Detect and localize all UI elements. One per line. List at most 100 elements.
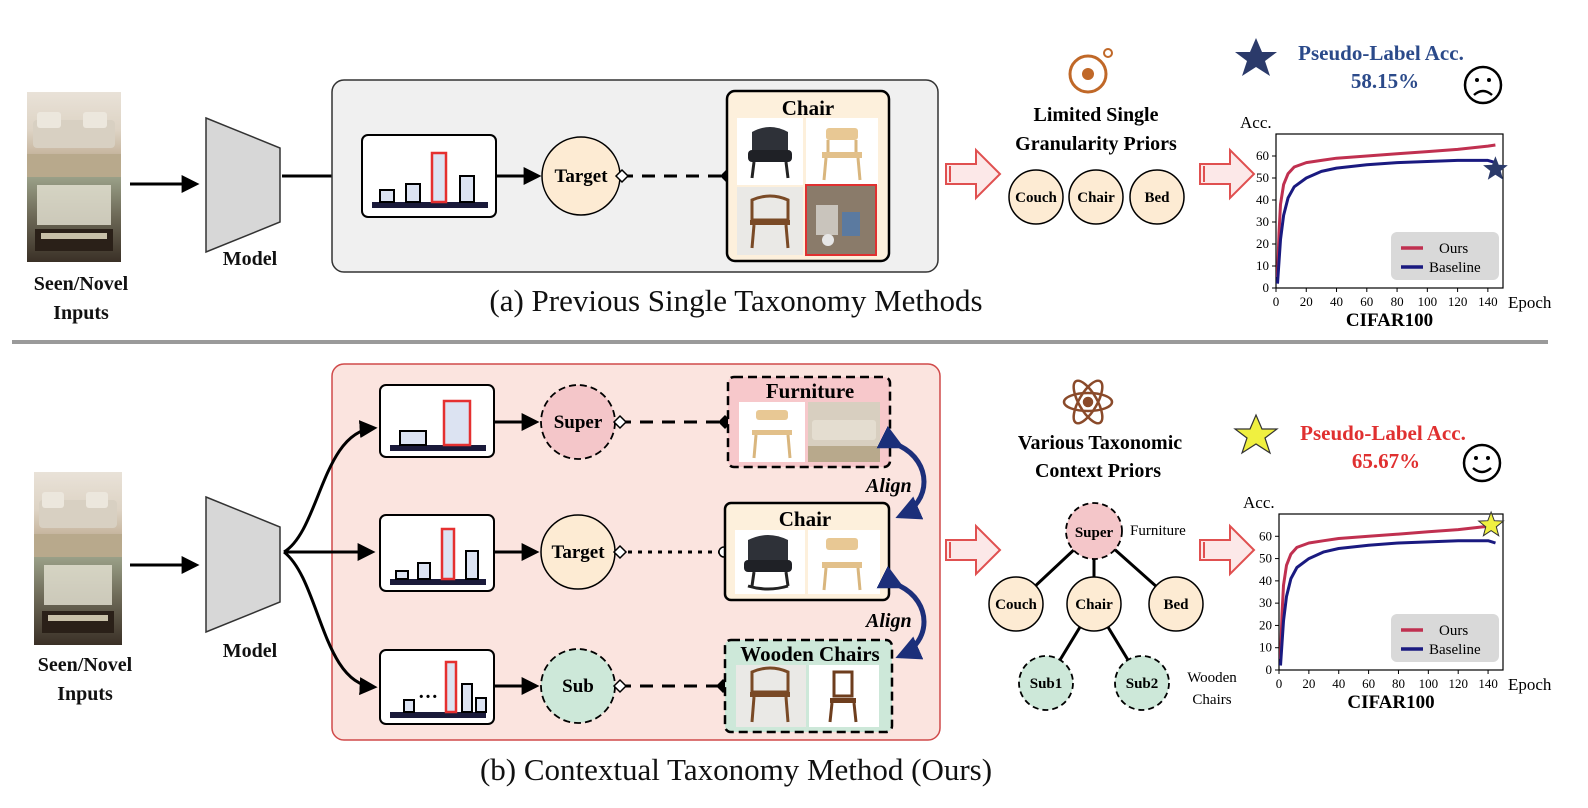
x-axis-label: Epoch — [1508, 675, 1552, 694]
target-histogram — [379, 514, 495, 592]
svg-text:…: … — [418, 681, 438, 703]
prior-subtitle: Granularity Priors — [1015, 133, 1177, 155]
x-tick-label: 100 — [1418, 294, 1438, 309]
inputs-label: Seen/Novel Inputs — [37, 654, 133, 705]
chair-title: Chair — [782, 96, 835, 120]
svg-text:Sub1: Sub1 — [1030, 676, 1063, 692]
tree-node-sub1: Sub1 — [1018, 655, 1074, 711]
x-tick-label: 80 — [1391, 294, 1404, 309]
x-tick-label: 80 — [1392, 676, 1405, 691]
target-node: Target — [540, 514, 616, 590]
x-tick-label: 40 — [1332, 676, 1345, 691]
align-label: Align — [864, 610, 912, 632]
y-tick-label: 20 — [1259, 617, 1272, 632]
legend-label: Baseline — [1429, 260, 1481, 276]
link-diamond — [612, 414, 628, 430]
x-tick-label: 60 — [1360, 294, 1373, 309]
wooden-side-label: Wooden — [1187, 670, 1237, 686]
link-diamond — [612, 678, 628, 694]
branch-arrow — [283, 550, 378, 696]
target-label: Target — [551, 542, 605, 563]
y-tick-label: 40 — [1259, 573, 1272, 588]
acc-title: Pseudo-Label Acc. — [1298, 41, 1464, 65]
super-node: Super — [540, 384, 616, 460]
align-arrow — [876, 565, 927, 660]
hollow-arrow — [945, 523, 1002, 577]
target-label: Target — [554, 166, 608, 187]
series-line-baseline — [1276, 158, 1496, 284]
prior-node-chair: Chair — [1068, 169, 1124, 225]
svg-text:Couch: Couch — [1015, 190, 1057, 206]
chair-sample-box: Chair — [723, 501, 891, 602]
acc-value: 58.15% — [1351, 69, 1419, 93]
y-tick-label: 20 — [1256, 236, 1269, 251]
tree-node-super: Super — [1065, 502, 1123, 560]
furniture-sample-box: Furniture — [726, 375, 892, 469]
y-tick-label: 60 — [1259, 528, 1272, 543]
living-room-photo — [34, 472, 122, 557]
caption-bottom: (b) Contextual Taxonomy Method (Ours) — [479, 752, 993, 787]
happy-face-icon — [1462, 443, 1502, 483]
x-tick-label: 20 — [1300, 294, 1313, 309]
prior-node-couch: Couch — [1008, 169, 1064, 225]
align-label: Align — [864, 475, 912, 497]
hollow-arrow — [1199, 147, 1256, 201]
svg-text:Chair: Chair — [1075, 597, 1113, 613]
atom-icon — [1062, 379, 1114, 425]
x-tick-label: 0 — [1276, 676, 1283, 691]
model-trapezoid — [205, 495, 281, 634]
target-icon — [1068, 48, 1113, 94]
furniture-side-label: Furniture — [1130, 523, 1186, 539]
x-axis-label: Epoch — [1508, 293, 1552, 312]
y-tick-label: 50 — [1259, 551, 1272, 566]
taxonomy-tree: Super Couch Chair Bed Sub1 Sub2 — [988, 502, 1204, 711]
x-tick-label: 0 — [1273, 294, 1280, 309]
y-axis-label: Acc. — [1243, 493, 1275, 512]
series-line-ours — [1279, 523, 1496, 659]
inputs-label: Seen/Novel Inputs — [33, 273, 129, 324]
legend-label: Ours — [1439, 623, 1468, 639]
super-label: Super — [554, 412, 603, 433]
star-marker — [1483, 156, 1508, 180]
chair-sample-box: Chair — [725, 89, 891, 263]
chair-title: Chair — [779, 507, 832, 531]
acc-value: 65.67% — [1352, 449, 1420, 473]
legend-label: Baseline — [1429, 642, 1481, 658]
sub-histogram: … — [379, 649, 495, 725]
svg-text:Chair: Chair — [1077, 190, 1115, 206]
furniture-title: Furniture — [766, 379, 854, 403]
x-tick-label: 140 — [1478, 294, 1498, 309]
star-icon — [1233, 413, 1279, 455]
target-node: Target — [541, 136, 621, 216]
bedroom-photo — [34, 557, 122, 645]
bedroom-photo — [27, 177, 121, 262]
y-axis-label: Acc. — [1240, 113, 1272, 132]
living-room-photo — [27, 92, 121, 177]
y-tick-label: 10 — [1256, 258, 1269, 273]
tree-node-couch: Couch — [988, 576, 1044, 632]
x-tick-label: 120 — [1448, 676, 1468, 691]
caption-top: (a) Previous Single Taxonomy Methods — [489, 283, 983, 318]
wooden-chairs-title: Wooden Chairs — [740, 642, 879, 666]
branch-arrow — [283, 420, 378, 554]
svg-text:Couch: Couch — [995, 597, 1037, 613]
align-arrow — [876, 425, 927, 520]
model-trapezoid — [205, 116, 281, 254]
x-tick-label: 40 — [1330, 294, 1343, 309]
series-line-ours — [1276, 143, 1496, 278]
sub-node: Sub — [540, 648, 616, 724]
chart-title: CIFAR100 — [1347, 692, 1434, 713]
link-diamond — [612, 544, 628, 560]
wooden-side-label: Chairs — [1192, 692, 1231, 708]
tree-node-chair: Chair — [1066, 576, 1122, 632]
star-icon — [1235, 38, 1277, 76]
sub-label: Sub — [562, 676, 594, 697]
model-label: Model — [222, 248, 278, 270]
svg-text:Super: Super — [1075, 525, 1114, 541]
prior-node-bed: Bed — [1129, 169, 1185, 225]
chart-title: CIFAR100 — [1346, 310, 1433, 331]
y-tick-label: 30 — [1256, 214, 1269, 229]
